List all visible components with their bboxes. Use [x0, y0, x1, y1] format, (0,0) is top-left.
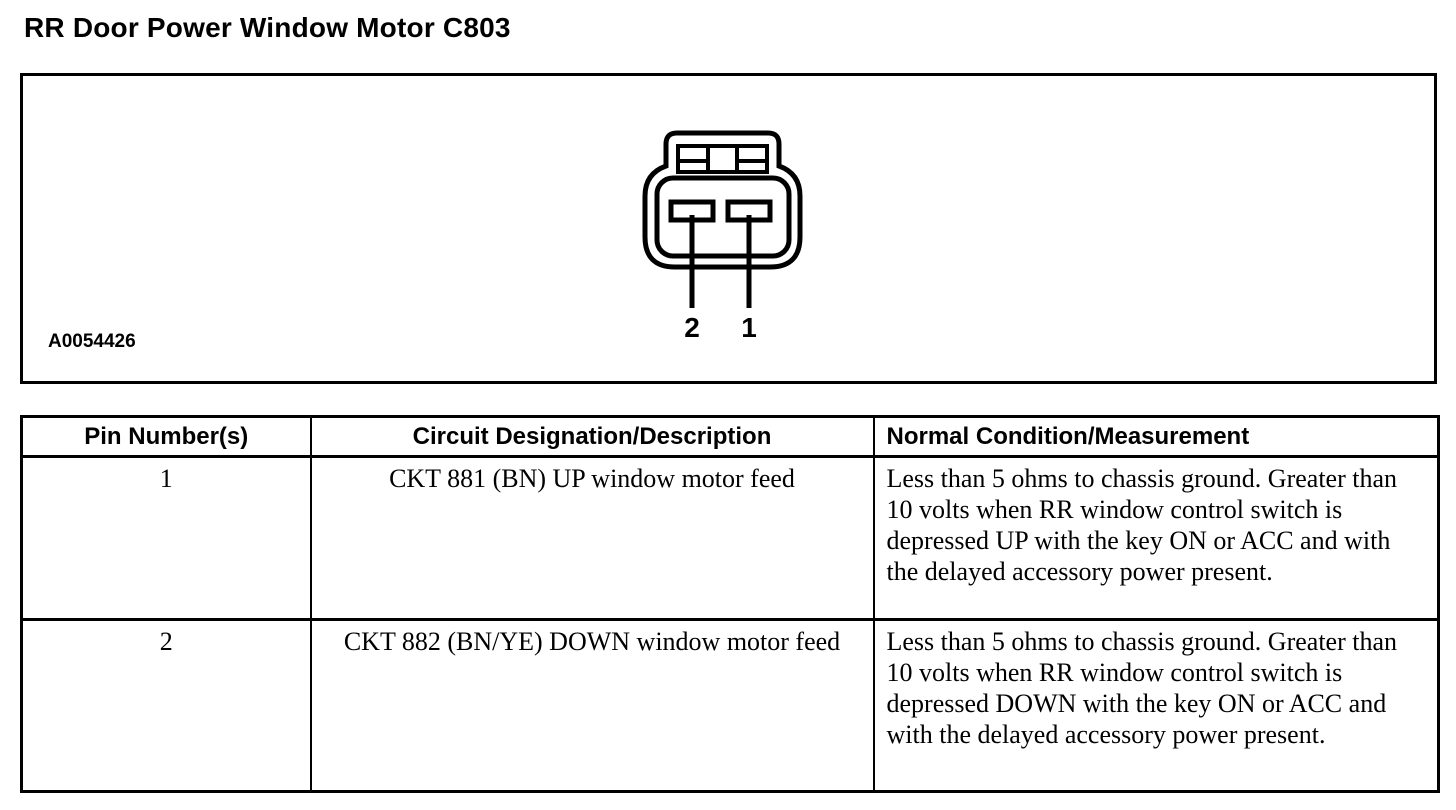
circuit-cell: CKT 882 (BN/YE) DOWN window motor feed [309, 618, 875, 793]
pin-2-label: 2 [684, 312, 700, 343]
normal-condition-cell: Less than 5 ohms to chassis ground. Grea… [872, 455, 1440, 621]
col-header-circuit-designation: Circuit Designation/Description [309, 415, 875, 458]
col-header-normal-condition: Normal Condition/Measurement [872, 415, 1440, 458]
connector-diagram: 2 1 [642, 130, 803, 343]
pin-number-cell: 1 [20, 455, 312, 621]
pin-1-label: 1 [741, 312, 757, 343]
table-row-pin-1: 1 CKT 881 (BN) UP window motor feed Less… [20, 455, 1440, 621]
page-title: RR Door Power Window Motor C803 [24, 12, 511, 43]
figure-code: A0054426 [48, 331, 136, 352]
connector-outline [642, 130, 803, 308]
pinout-table: Pin Number(s) Circuit Designation/Descri… [20, 415, 1440, 793]
header-row: Pin Number(s) Circuit Designation/Descri… [20, 415, 1440, 458]
normal-condition-cell: Less than 5 ohms to chassis ground. Grea… [872, 618, 1440, 793]
col-header-pin-numbers: Pin Number(s) [20, 415, 312, 458]
connector-figure-box: 2 1 A0054426 [20, 73, 1437, 384]
circuit-cell: CKT 881 (BN) UP window motor feed [309, 455, 875, 621]
table-row-pin-2: 2 CKT 882 (BN/YE) DOWN window motor feed… [20, 618, 1440, 793]
pin-number-cell: 2 [20, 618, 312, 793]
